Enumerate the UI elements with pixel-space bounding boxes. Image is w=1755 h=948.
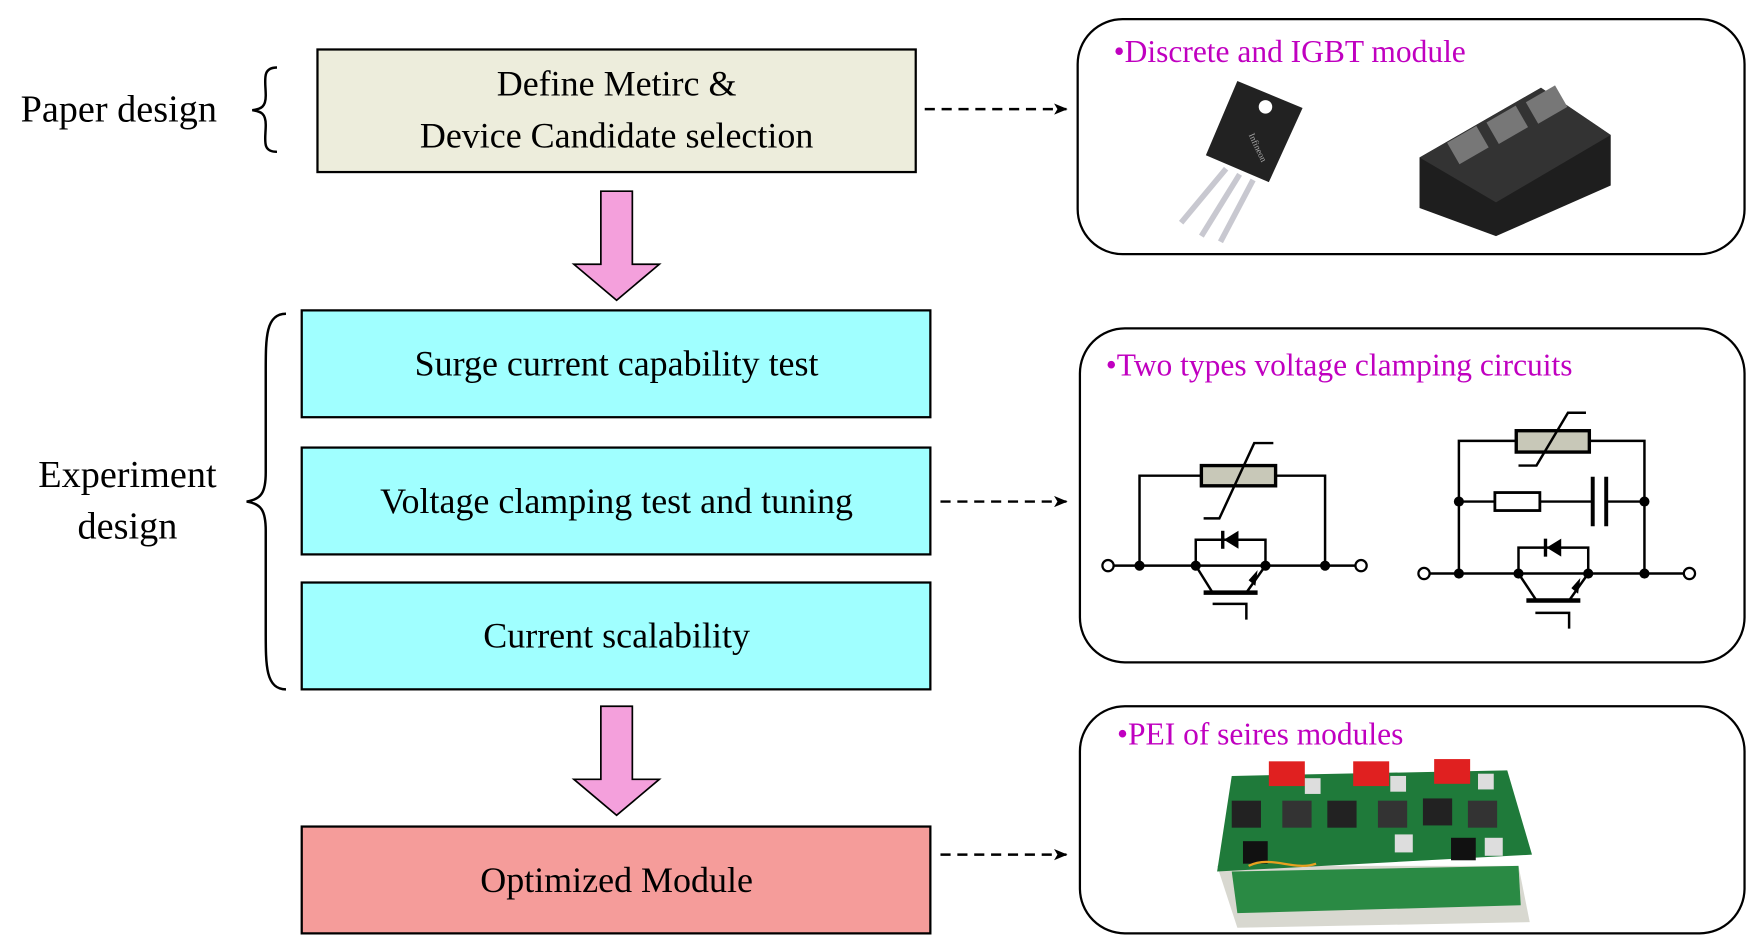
scalability-box (300, 581, 932, 691)
define-metric-box (316, 48, 917, 174)
experiment-design-label-line2: design (78, 506, 178, 548)
surge-test-label: Surge current capability test (415, 344, 819, 384)
varistor-icon (1514, 429, 1592, 454)
pei-panel-title: •PEI of seires modules (1117, 716, 1403, 751)
scalability-label: Current scalability (483, 616, 750, 656)
down-arrow-2 (571, 705, 662, 817)
paper-design-brace (252, 66, 278, 154)
circuits-panel-title: •Two types voltage clamping circuits (1106, 348, 1573, 383)
clamping-test-box (300, 446, 932, 556)
optimized-module-label: Optimized Module (480, 860, 753, 900)
igbt-module-image (1419, 85, 1611, 237)
discrete-igbt-image: Infineon (1178, 80, 1303, 244)
diode-icon (1546, 538, 1562, 557)
clamping-circuit-1 (1101, 441, 1368, 620)
define-metric-line1: Define Metirc & (497, 64, 737, 104)
diode-icon (1223, 530, 1239, 549)
clamping-test-label: Voltage clamping test and tuning (380, 481, 853, 521)
surge-test-box (300, 309, 932, 419)
experiment-design-label-line1: Experiment (38, 454, 217, 496)
experiment-design-brace (246, 312, 287, 691)
pei-module-image (1217, 759, 1532, 928)
clamping-circuit-2 (1417, 411, 1697, 629)
resistor-icon (1493, 491, 1542, 512)
devices-panel-title: •Discrete and IGBT module (1114, 34, 1466, 69)
down-arrow-1 (571, 190, 662, 302)
define-metric-line2: Device Candidate selection (420, 115, 814, 155)
optimized-module-box (300, 825, 932, 935)
paper-design-label: Paper design (21, 88, 217, 130)
